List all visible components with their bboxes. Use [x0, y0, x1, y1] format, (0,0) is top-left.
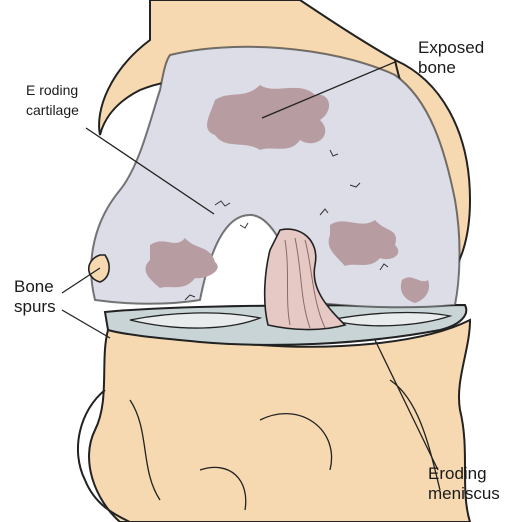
tibia	[89, 320, 470, 522]
label-eroding-meniscus-line2: meniscus	[428, 484, 500, 504]
label-bone-spurs-line1: Bone	[14, 277, 56, 297]
label-bone-spurs-line2: spurs	[14, 297, 56, 317]
label-eroding-cartilage-line2: cartilage	[26, 102, 79, 118]
label-eroding-meniscus-line1: Eroding	[428, 464, 500, 484]
label-exposed-bone-line2: bone	[418, 58, 484, 78]
label-eroding-cartilage-line1: E roding	[26, 82, 79, 98]
leader-bone-spurs-2	[62, 310, 110, 338]
label-bone-spurs: Bone spurs	[14, 277, 56, 317]
label-exposed-bone-line1: Exposed	[418, 38, 484, 58]
label-eroding-cartilage: E roding cartilage	[26, 82, 79, 118]
label-exposed-bone: Exposed bone	[418, 38, 484, 78]
label-eroding-meniscus: Eroding meniscus	[428, 464, 500, 504]
